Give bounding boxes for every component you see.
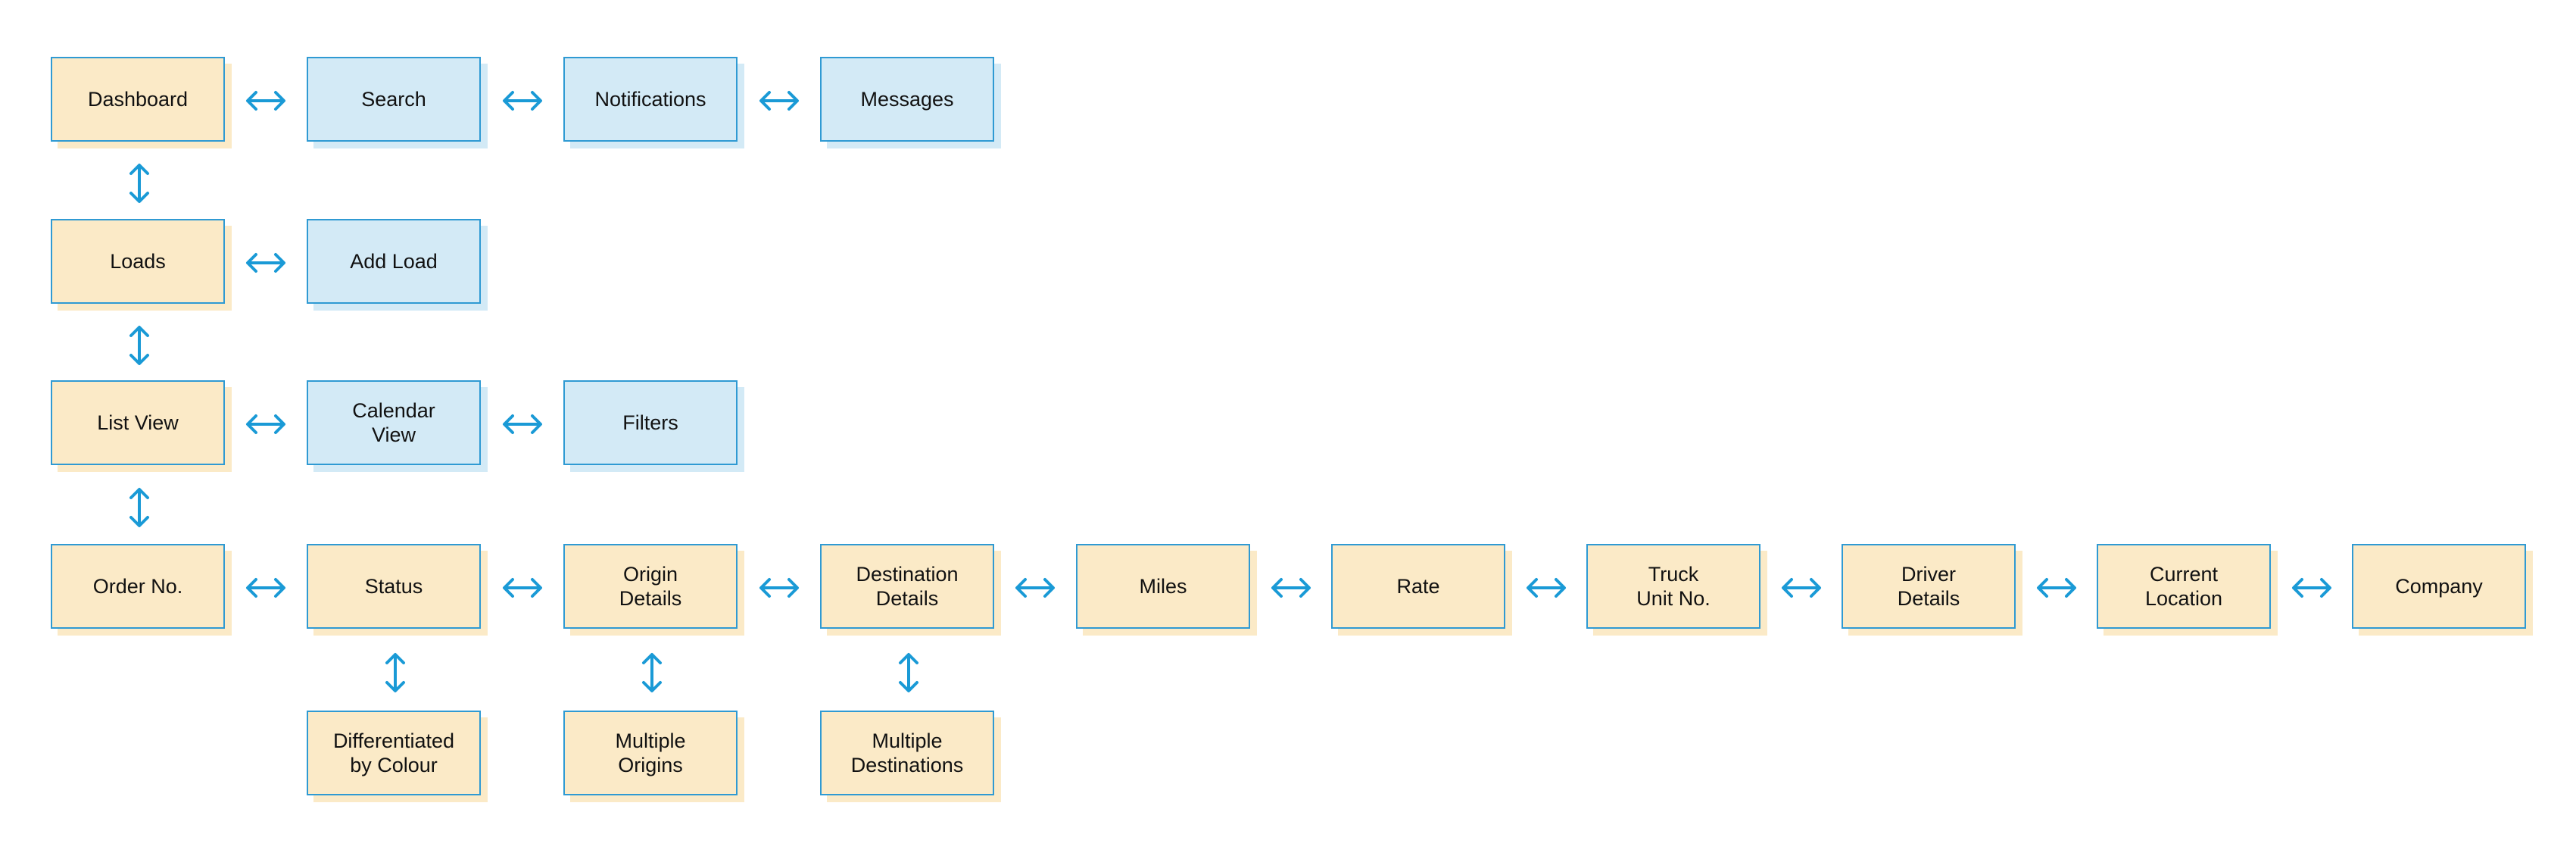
bidirectional-arrow-icon [246,253,285,273]
node-box: Multiple Destinations [820,711,994,795]
node-origin-details: Origin Details [563,544,744,636]
node-box: Dashboard [51,57,225,142]
node-box: Company [2352,544,2526,629]
node-label: Origin Details [619,563,682,610]
node-label: Add Load [350,250,438,273]
node-order-no: Order No. [51,544,232,636]
bidirectional-arrow-icon [1015,578,1055,598]
node-multiple-origins: Multiple Origins [563,711,744,802]
node-label: Miles [1139,575,1187,598]
node-box: Order No. [51,544,225,629]
node-box: Messages [820,57,994,142]
node-notifications: Notifications [563,57,744,148]
bidirectional-arrow-icon [502,578,542,598]
bidirectional-arrow-icon [502,414,542,434]
node-truck-unit-no: Truck Unit No. [1586,544,1767,636]
node-box: Notifications [563,57,738,142]
node-loads: Loads [51,219,232,311]
node-miles: Miles [1076,544,1257,636]
bidirectional-arrow-icon [1526,578,1566,598]
bidirectional-arrow-icon [1271,578,1311,598]
node-box: Miles [1076,544,1250,629]
node-search: Search [307,57,488,148]
node-label: Rate [1396,575,1440,598]
node-company: Company [2352,544,2533,636]
bidirectional-arrow-icon [642,653,662,692]
bidirectional-arrow-icon [129,325,149,365]
node-list-view: List View [51,380,232,472]
node-multiple-destinations: Multiple Destinations [820,711,1001,802]
node-box: Truck Unit No. [1586,544,1760,629]
node-box: Rate [1331,544,1505,629]
node-label: Driver Details [1897,563,1960,610]
node-label: Search [361,88,426,111]
bidirectional-arrow-icon [129,488,149,527]
node-messages: Messages [820,57,1001,148]
node-add-load: Add Load [307,219,488,311]
node-box: Calendar View [307,380,481,465]
node-label: Calendar View [352,399,435,446]
node-box: Filters [563,380,738,465]
bidirectional-arrow-icon [385,653,405,692]
node-box: Destination Details [820,544,994,629]
node-box: Origin Details [563,544,738,629]
node-box: Multiple Origins [563,711,738,795]
bidirectional-arrow-icon [246,91,285,111]
node-differentiated-by-colour: Differentiated by Colour [307,711,488,802]
node-rate: Rate [1331,544,1512,636]
bidirectional-arrow-icon [2291,578,2331,598]
node-dashboard: Dashboard [51,57,232,148]
node-label: Current Location [2144,563,2223,610]
node-label: Multiple Origins [615,729,686,776]
node-label: Destination Details [856,563,959,610]
node-box: Driver Details [1842,544,2016,629]
bidirectional-arrow-icon [1781,578,1821,598]
bidirectional-arrow-icon [759,578,799,598]
node-destination-details: Destination Details [820,544,1001,636]
node-label: Multiple Destinations [850,729,964,776]
bidirectional-arrow-icon [129,164,149,203]
node-label: Dashboard [87,88,189,111]
bidirectional-arrow-icon [759,91,799,111]
node-label: Notifications [594,88,706,111]
node-label: Truck Unit No. [1636,563,1711,610]
bidirectional-arrow-icon [899,653,918,692]
node-label: Company [2395,575,2483,598]
bidirectional-arrow-icon [246,414,285,434]
node-label: Filters [622,411,678,434]
node-box: Loads [51,219,225,304]
bidirectional-arrow-icon [246,578,285,598]
node-label: Differentiated by Colour [332,729,455,776]
node-filters: Filters [563,380,744,472]
bidirectional-arrow-icon [502,91,542,111]
node-label: Order No. [92,575,183,598]
node-label: Status [364,575,423,598]
node-box: Search [307,57,481,142]
node-label: Messages [860,88,954,111]
node-calendar-view: Calendar View [307,380,488,472]
bidirectional-arrow-icon [2036,578,2076,598]
node-box: Status [307,544,481,629]
node-box: Add Load [307,219,481,304]
node-box: Current Location [2097,544,2271,629]
node-label: List View [97,411,179,434]
node-current-location: Current Location [2097,544,2278,636]
node-driver-details: Driver Details [1842,544,2022,636]
node-box: List View [51,380,225,465]
node-status: Status [307,544,488,636]
node-label: Loads [110,250,166,273]
node-box: Differentiated by Colour [307,711,481,795]
